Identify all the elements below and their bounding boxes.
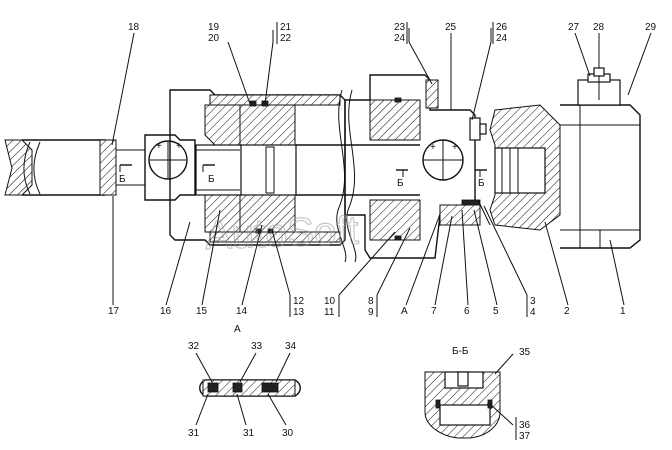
callout-27: 27: [568, 22, 580, 33]
section-bb-title: Б-Б: [452, 346, 469, 357]
section-mark-b-4: Б: [478, 178, 485, 189]
watermark: AutoSoft: [204, 209, 359, 258]
callout-A: A: [401, 306, 408, 317]
callout-15: 15: [196, 306, 208, 317]
callout-23: 23: [394, 22, 406, 33]
callout-12: 12: [293, 296, 305, 307]
callout-21: 21: [280, 22, 292, 33]
callout-31-right: 31: [243, 428, 255, 439]
piston-rod-section: [296, 89, 420, 263]
callout-24-top-right: 24: [496, 33, 508, 44]
callout-16: 16: [160, 306, 172, 317]
callout-29: 29: [645, 22, 657, 33]
callout-7: 7: [431, 306, 437, 317]
rod-head-boss: + +: [144, 134, 196, 201]
detail-view-a: A 32 33 34 31 31 30: [188, 324, 301, 439]
callout-34: 34: [285, 341, 297, 352]
callout-6: 6: [464, 306, 470, 317]
callout-1: 1: [620, 306, 626, 317]
callout-30: 30: [282, 428, 294, 439]
section-markers: Б Б Б Б: [119, 164, 487, 189]
section-mark-b-2: Б: [208, 174, 215, 185]
callout-2: 2: [564, 306, 570, 317]
detail-a-title: A: [234, 324, 241, 335]
callout-18: 18: [128, 22, 140, 33]
section-view-bb: Б-Б 35 36 37: [424, 346, 531, 442]
callout-labels: 18 19 20 21 22 23 24 25 26 24 27 28 29 1…: [108, 22, 657, 318]
callout-32: 32: [188, 341, 200, 352]
callout-17: 17: [108, 306, 120, 317]
callout-10: 10: [324, 296, 336, 307]
callout-26: 26: [496, 22, 508, 33]
callout-36: 36: [519, 420, 531, 431]
callout-3: 3: [530, 296, 536, 307]
callout-13: 13: [293, 307, 305, 318]
callout-33: 33: [251, 341, 263, 352]
bottom-head: + +: [344, 74, 491, 259]
callout-20: 20: [208, 33, 220, 44]
callout-28: 28: [593, 22, 605, 33]
callout-14: 14: [236, 306, 248, 317]
callout-5: 5: [493, 306, 499, 317]
callout-35: 35: [519, 347, 531, 358]
main-assembly: + +: [4, 67, 641, 263]
rod-end-eye: [4, 139, 145, 196]
svg-text:+: +: [156, 141, 162, 152]
callout-24-top-left: 24: [394, 33, 406, 44]
callout-8: 8: [368, 296, 374, 307]
callout-31-left: 31: [188, 428, 200, 439]
svg-text:+: +: [430, 142, 436, 153]
callout-11: 11: [324, 307, 335, 318]
callout-37: 37: [519, 431, 531, 442]
section-mark-b-3: Б: [397, 178, 404, 189]
callout-19: 19: [208, 22, 220, 33]
right-clevis: [489, 67, 641, 249]
section-mark-b-1: Б: [119, 174, 126, 185]
callout-25: 25: [445, 22, 457, 33]
leader-lines: [111, 28, 652, 317]
callout-9: 9: [368, 307, 374, 318]
callout-22: 22: [280, 33, 292, 44]
callout-4: 4: [530, 307, 536, 318]
svg-text:+: +: [176, 141, 182, 152]
svg-text:+: +: [452, 142, 458, 153]
